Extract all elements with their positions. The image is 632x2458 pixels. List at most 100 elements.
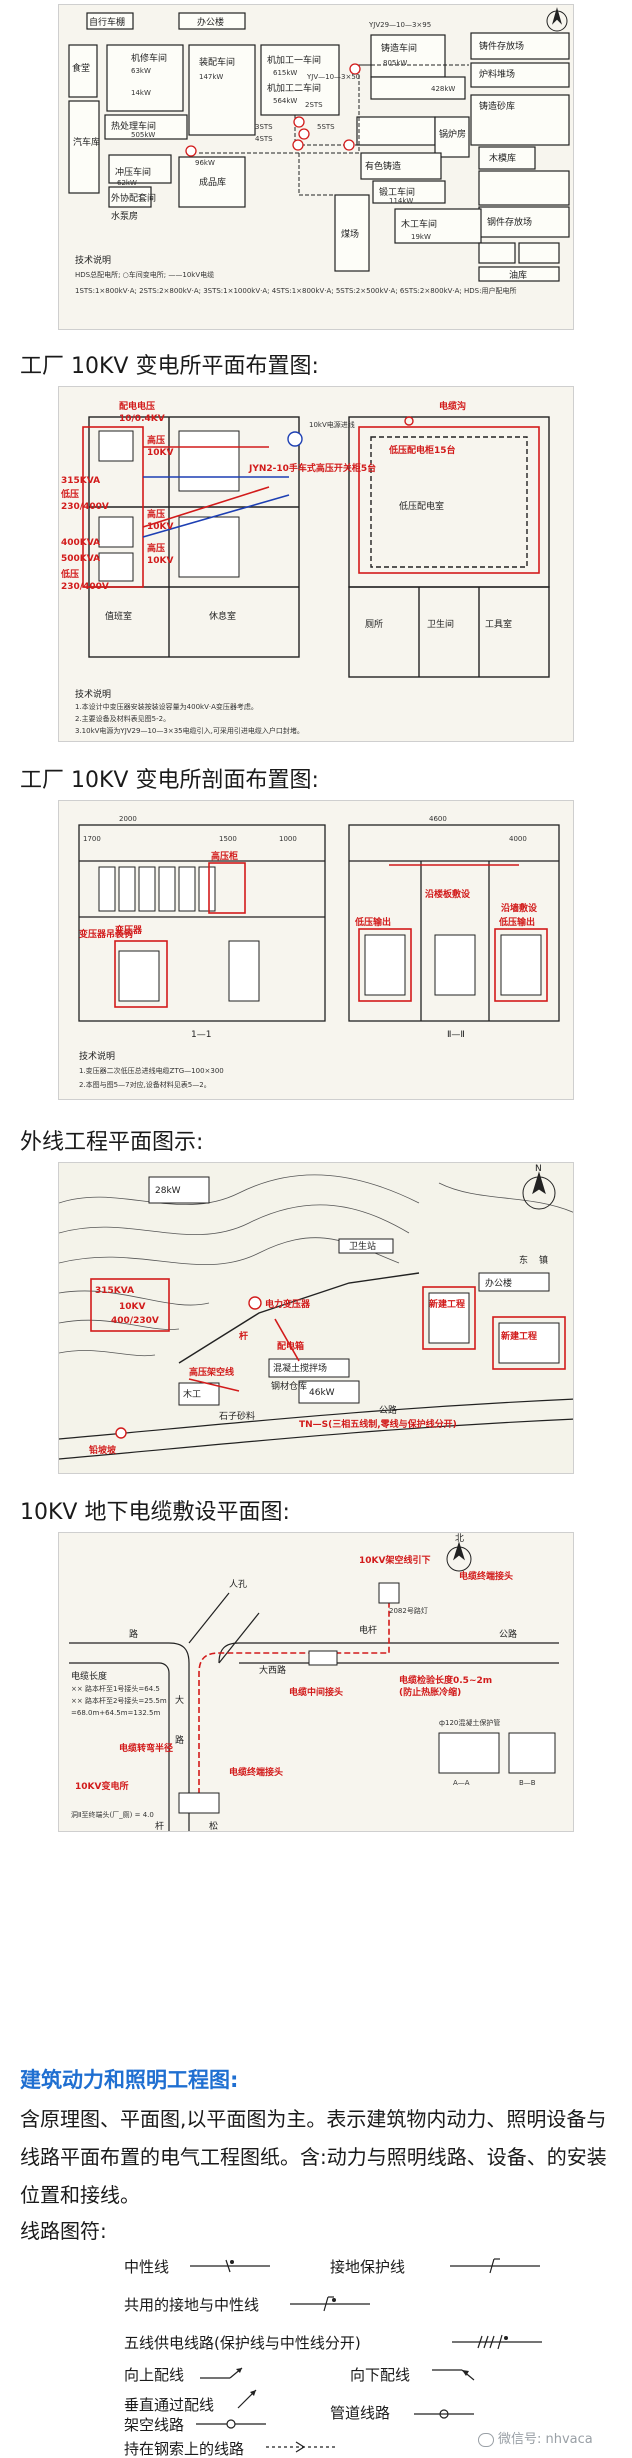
plan-room-tool: 工具室 bbox=[485, 618, 512, 630]
site-load-615kw: 615kW bbox=[273, 69, 297, 77]
site-label-casting: 铸造车间 bbox=[381, 42, 417, 54]
symbol-label-wiring-up: 向上配线 bbox=[124, 2366, 185, 2384]
site-label-casting-yard: 铸件存放场 bbox=[479, 40, 524, 52]
cable-label-section-a: A—A bbox=[453, 1779, 470, 1787]
underground-cable-figure: 电缆终端接头 10KV架空线引下 电缆检验长度0.5~2m (防止热胀冷缩) 电… bbox=[58, 1532, 574, 1832]
substation-plan-drawing: 配电电压 10/0.4KV 高压 10KV 315KVA 低压 230/400V… bbox=[59, 387, 573, 741]
cable-annot-mid-joint: 电缆中间接头 bbox=[289, 1686, 343, 1698]
cable-label-north: 北 bbox=[455, 1533, 464, 1544]
site-label-outsourcing: 外协配套间 bbox=[111, 192, 156, 204]
cable-label-pole: 电杆 bbox=[359, 1624, 377, 1636]
site-label-finished-goods: 成品库 bbox=[199, 176, 226, 188]
plan-annot-hv-1-kv: 10KV bbox=[147, 448, 173, 458]
section-title-building-power: 建筑动力和照明工程图: bbox=[20, 2068, 239, 2092]
section-dim-1: 2000 bbox=[119, 815, 137, 823]
site-label-office: 办公楼 bbox=[197, 16, 224, 28]
cable-label-da: 大 bbox=[175, 1694, 184, 1706]
site-label-heat-treat: 热处理车间 bbox=[111, 120, 156, 132]
cable-annot-terminal-top: 电缆终端接头 bbox=[459, 1570, 513, 1582]
cable-annot-overhead-drop: 10KV架空线引下 bbox=[359, 1554, 430, 1566]
outdoor-label-road: 公路 bbox=[379, 1404, 397, 1416]
cable-label-length-title: 电缆长度 bbox=[71, 1670, 107, 1682]
section-annot-lv-out-2: 低压输出 bbox=[498, 916, 535, 928]
plan-room-duty: 值班室 bbox=[105, 610, 132, 622]
cable-label-section-b: B—B bbox=[519, 1779, 536, 1787]
plan-annot-hv-2: 高压 bbox=[147, 508, 165, 520]
section-dim-5: 4600 bbox=[429, 815, 447, 823]
site-label-bike-shed: 自行车棚 bbox=[89, 16, 125, 28]
cable-label-manhole: 人孔 bbox=[229, 1579, 247, 1590]
symbol-label-five-wire: 五线供电线路(保护线与中性线分开) bbox=[124, 2334, 361, 2352]
site-load-14kw: 14kW bbox=[131, 89, 151, 97]
plan-annot-315kva: 315KVA bbox=[61, 476, 100, 486]
cable-on-wire-icon bbox=[266, 2441, 336, 2453]
symbol-label-conduit: 管道线路 bbox=[330, 2404, 391, 2422]
plan-annot-hv-3: 高压 bbox=[147, 542, 165, 554]
outdoor-annot-pole: 杆 bbox=[239, 1330, 248, 1342]
heading-substation-section: 工厂 10KV 变电所剖面布置图: bbox=[20, 768, 319, 793]
cable-label-length-total: =68.0m+64.5m=132.5m bbox=[71, 1709, 160, 1717]
site-cable-3: 2STS bbox=[305, 101, 323, 109]
plan-annot-lv-2: 低压 bbox=[60, 568, 79, 580]
symbols-title: 线路图符: bbox=[20, 2219, 107, 2243]
symbol-label-cable-on-wire: 持在钢索上的线路 bbox=[124, 2440, 245, 2458]
wechat-icon bbox=[478, 2432, 494, 2447]
site-load-428kw: 428kW bbox=[431, 85, 455, 93]
wiring-down-icon bbox=[432, 2369, 475, 2381]
cable-label-daxi-road: 大西路 bbox=[259, 1664, 286, 1676]
symbol-label-pe: 接地保护线 bbox=[330, 2258, 406, 2276]
plan-room-incoming: 10kV电源进线 bbox=[309, 420, 355, 429]
outdoor-annot-400v: 400/230V bbox=[111, 1316, 159, 1326]
cable-label-length-1: ×× 路本杆至1号接头=64.5 bbox=[71, 1684, 160, 1693]
plan-note-3: 3.10kV电源为YJV29—10—3×35电缆引入,可采用引进电缆入户口封堵。 bbox=[75, 726, 304, 735]
section-label-2: Ⅱ—Ⅱ bbox=[447, 1030, 465, 1040]
plan-annot-lv-2-v: 230/400V bbox=[61, 582, 109, 592]
site-load-62kw: 62kW bbox=[117, 179, 137, 187]
cable-annot-terminal-bottom: 电缆终端接头 bbox=[229, 1766, 283, 1778]
symbol-label-neutral: 中性线 bbox=[124, 2258, 170, 2276]
cable-label-gan: 杆 bbox=[155, 1820, 164, 1832]
site-label-pump-room: 水泵房 bbox=[111, 210, 138, 222]
outdoor-label-clinic: 卫生站 bbox=[349, 1240, 376, 1252]
outdoor-annot-slope: 铅坡坡 bbox=[89, 1444, 117, 1456]
section-dim-4: 1000 bbox=[279, 835, 297, 843]
plan-note-2: 2.主要设备及材料表见图5-2。 bbox=[75, 714, 170, 723]
cable-label-road-1: 路 bbox=[129, 1628, 138, 1640]
plan-annot-lv-room: 低压配电室 bbox=[399, 500, 444, 512]
plan-note-1: 1.本设计中变压器安装按装设容量为400kV·A变压器考虑。 bbox=[75, 702, 258, 711]
site-label-garage: 汽车库 bbox=[73, 136, 100, 148]
underground-cable-drawing: 电缆终端接头 10KV架空线引下 电缆检验长度0.5~2m (防止热胀冷缩) 电… bbox=[59, 1533, 573, 1832]
symbol-label-pen: 共用的接地与中性线 bbox=[124, 2296, 260, 2314]
section-annot-hoist: 变压器吊装钩 bbox=[79, 928, 133, 940]
symbol-label-wiring-through: 垂直通过配线 bbox=[124, 2396, 215, 2414]
site-label-machining-1: 机加工一车间 bbox=[267, 54, 321, 66]
site-load-805kw: 805kW bbox=[383, 59, 407, 67]
plan-notes-title: 技术说明 bbox=[75, 688, 111, 700]
conduit-line-icon bbox=[414, 2409, 474, 2419]
outdoor-label-woodwork: 木工 bbox=[183, 1388, 201, 1400]
outdoor-annot-dist-box: 配电箱 bbox=[277, 1340, 304, 1352]
substation-section-drawing: 2000 1700 1500 1000 4600 4000 变压器 高压柜 变压… bbox=[59, 801, 573, 1099]
site-notes-legend: HDS总配电所; ○车间变电所; ——10kV电缆 bbox=[75, 270, 214, 279]
outdoor-line-figure: 315KVA 10KV 400/230V 电力变压器 高压架空线 杆 配电箱 新… bbox=[58, 1162, 574, 1474]
site-load-114kw: 114kW bbox=[389, 197, 413, 205]
plan-annot-voltage-value: 10/0.4KV bbox=[119, 414, 165, 424]
watermark-text: 微信号: nhvaca bbox=[498, 2432, 593, 2447]
section-dim-3: 1500 bbox=[219, 835, 237, 843]
plan-annot-hv-2-kv: 10KV bbox=[147, 522, 173, 532]
outdoor-label-mixing: 混凝土搅拌场 bbox=[273, 1362, 327, 1374]
plan-annot-500kva: 500KVA bbox=[61, 554, 100, 564]
site-plan-drawing: 自行车棚 办公楼 食堂 机修车间 装配车间 机加工一车间 机加工二车间 热处理车… bbox=[59, 5, 573, 329]
site-label-coal-yard: 煤场 bbox=[341, 228, 359, 240]
plan-annot-lv-1: 低压 bbox=[60, 488, 79, 500]
outdoor-label-steel: 钢材仓库 bbox=[271, 1380, 307, 1392]
plan-annot-hv-1: 高压 bbox=[147, 434, 165, 446]
cable-label-streetlight: 2082号路灯 bbox=[389, 1606, 428, 1615]
site-label-pattern-store: 木模库 bbox=[489, 152, 516, 164]
outdoor-label-east: 东 bbox=[519, 1254, 528, 1266]
site-load-63kw: 63kW bbox=[131, 67, 151, 75]
cable-annot-slack: 电缆检验长度0.5~2m bbox=[399, 1674, 492, 1686]
site-load-564kw: 564kW bbox=[273, 97, 297, 105]
cable-label-hole: 洞Ⅱ至终端头(厂_厕) = 4.0 bbox=[71, 1810, 154, 1819]
site-label-boiler: 锅炉房 bbox=[439, 128, 466, 140]
